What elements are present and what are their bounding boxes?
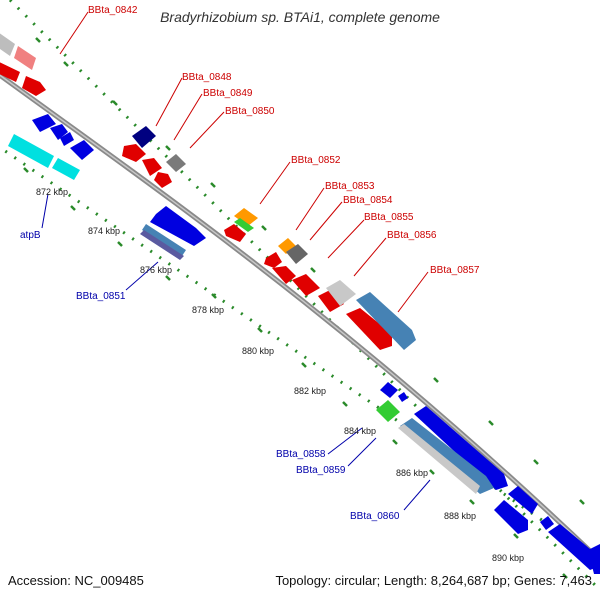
gene-feature: [398, 424, 480, 494]
tick-marks-outer: [35, 37, 585, 505]
tick-label: 876 kbp: [140, 265, 172, 275]
gene-feature: [356, 292, 416, 350]
tick-label: 884 kbp: [344, 426, 376, 436]
gene-feature: [346, 308, 392, 350]
gene-feature: [122, 144, 146, 162]
gene-label[interactable]: BBta_0859: [296, 465, 346, 476]
gene-label[interactable]: BBta_0849: [203, 88, 253, 99]
tick-marks-inner: [23, 167, 568, 579]
gene-feature: [14, 46, 36, 70]
gene-feature: [398, 392, 408, 402]
gene-feature: [150, 206, 206, 246]
gene-feature: [32, 114, 56, 132]
gene-feature: [588, 544, 600, 574]
gene-feature: [326, 280, 356, 306]
tick-label: 882 kbp: [294, 386, 326, 396]
gene-label[interactable]: BBta_0855: [364, 212, 414, 223]
gene-label[interactable]: BBta_0850: [225, 106, 275, 117]
tick-label: 878 kbp: [192, 305, 224, 315]
gene-label[interactable]: BBta_0842: [88, 5, 138, 16]
gene-label[interactable]: BBta_0853: [325, 181, 375, 192]
accession-text: Accession: NC_009485: [8, 573, 144, 588]
gene-label[interactable]: BBta_0851: [76, 291, 126, 302]
gene-label[interactable]: BBta_0848: [182, 72, 232, 83]
gene-feature: [0, 62, 20, 82]
gene-feature: [142, 224, 186, 256]
gene-label[interactable]: BBta_0854: [343, 195, 393, 206]
gene-feature: [70, 140, 94, 160]
tick-label: 872 kbp: [36, 187, 68, 197]
gene-feature: [154, 172, 172, 188]
gene-feature: [376, 400, 400, 422]
tick-labels: 872 kbp 874 kbp 876 kbp 878 kbp 880 kbp …: [36, 187, 524, 563]
tick-label: 874 kbp: [88, 226, 120, 236]
gene-feature: [548, 524, 600, 570]
gene-labels: BBta_0842 BBta_0848 BBta_0849 BBta_0850 …: [20, 5, 480, 522]
tick-label: 880 kbp: [242, 346, 274, 356]
gene-feature: [8, 134, 54, 168]
gene-feature: [60, 132, 74, 146]
tick-label: 890 kbp: [492, 553, 524, 563]
gene-feature: [286, 244, 308, 264]
gene-feature: [132, 126, 156, 148]
gene-feature: [278, 238, 296, 254]
gene-feature: [508, 486, 538, 514]
tick-label: 886 kbp: [396, 468, 428, 478]
tick-label: 888 kbp: [444, 511, 476, 521]
gene-feature: [142, 158, 162, 176]
gene-feature: [52, 158, 80, 180]
gene-label[interactable]: BBta_0858: [276, 449, 326, 460]
gene-feature: [380, 382, 398, 398]
gene-features: [0, 33, 600, 574]
gene-label[interactable]: BBta_0852: [291, 155, 341, 166]
gene-feature: [318, 290, 344, 312]
gene-label[interactable]: BBta_0860: [350, 511, 400, 522]
gene-label[interactable]: BBta_0857: [430, 265, 480, 276]
gene-feature: [140, 230, 184, 260]
gene-feature: [50, 124, 68, 140]
map-title: Bradyrhizobium sp. BTAi1, complete genom…: [160, 9, 440, 25]
gene-feature: [540, 516, 554, 530]
genome-summary-text: Topology: circular; Length: 8,264,687 bp…: [275, 573, 592, 588]
gene-feature: [400, 418, 494, 494]
gene-label[interactable]: BBta_0856: [387, 230, 437, 241]
gene-feature: [272, 266, 296, 284]
gene-feature: [0, 33, 15, 56]
label-leaders: [41, 11, 431, 511]
gene-feature: [224, 224, 246, 242]
gene-feature: [234, 208, 258, 226]
gene-label[interactable]: atpB: [20, 230, 41, 241]
gene-feature: [22, 76, 46, 96]
gene-feature: [264, 252, 282, 268]
gene-feature: [494, 500, 528, 534]
gene-feature: [414, 406, 508, 490]
gene-feature: [292, 274, 320, 296]
gene-feature: [166, 154, 186, 172]
gene-feature: [234, 218, 254, 232]
